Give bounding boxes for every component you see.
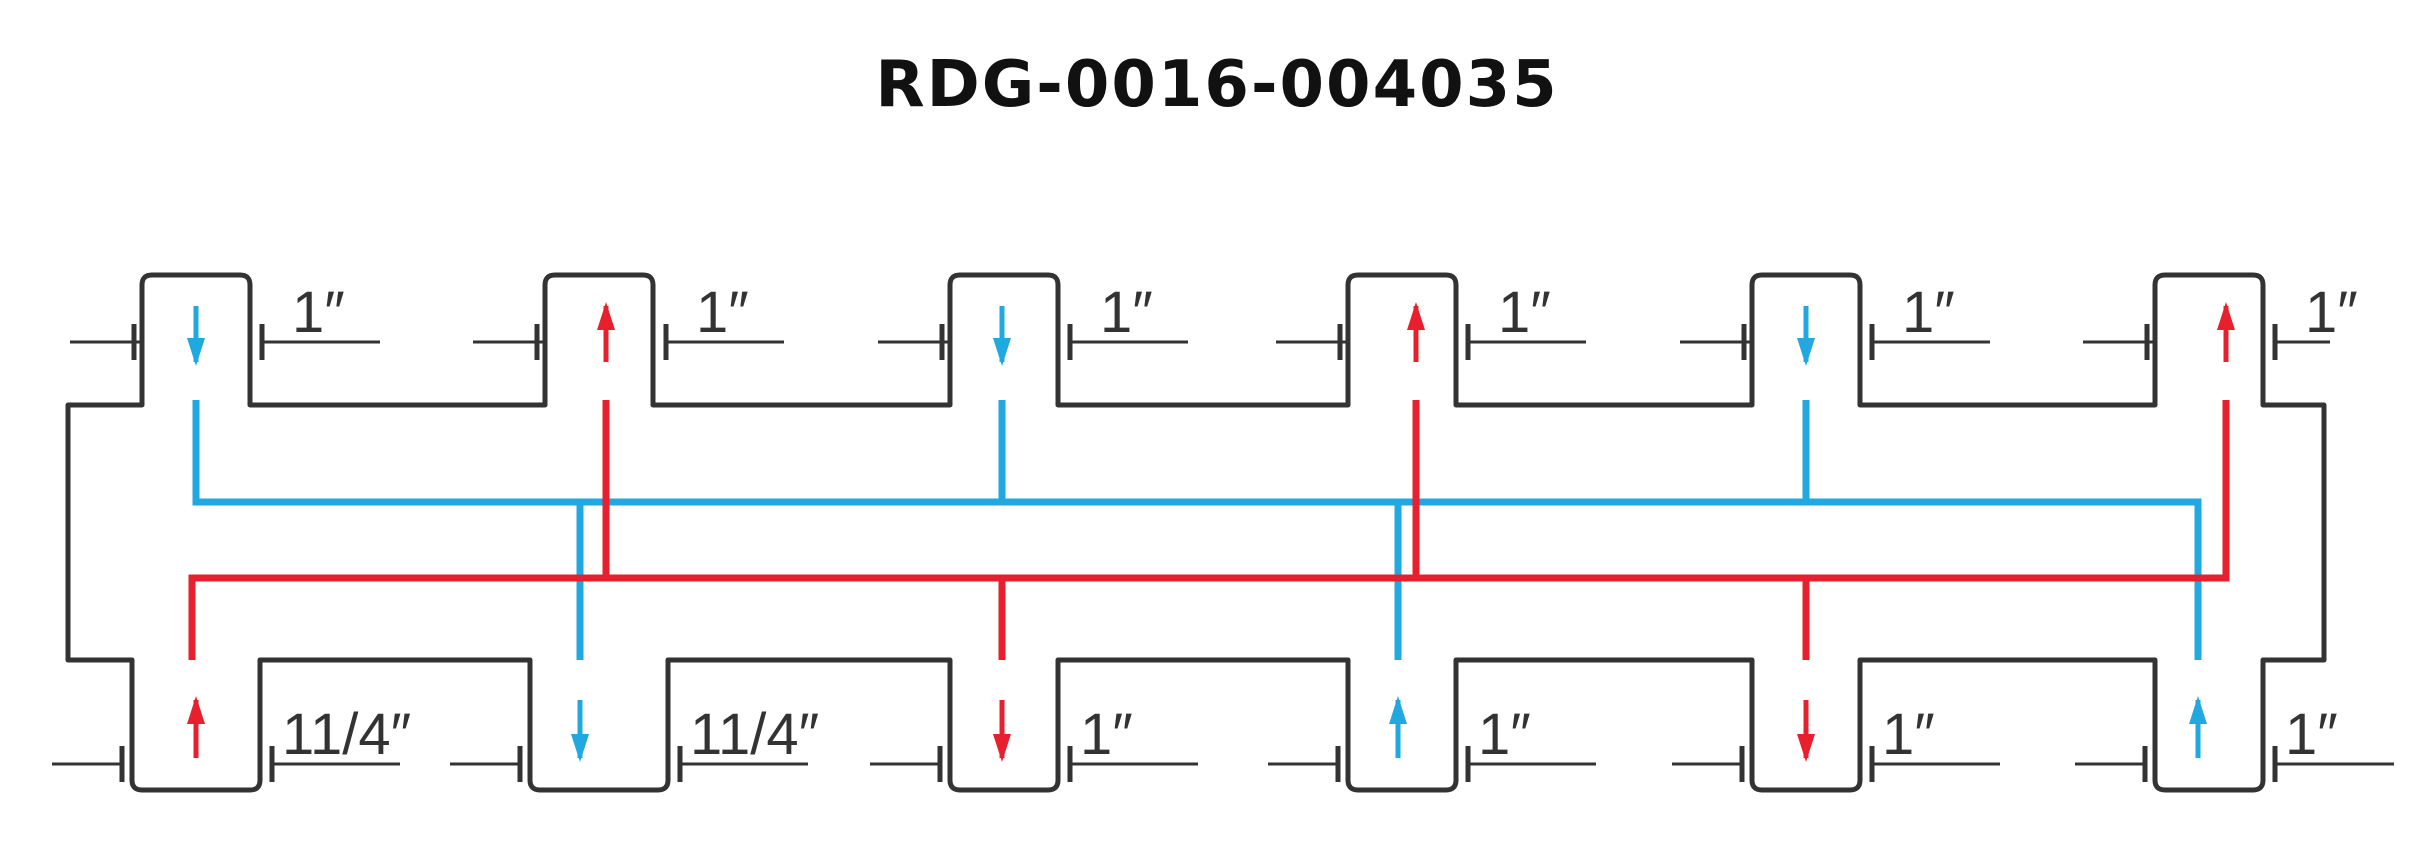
- flow-arrow-blue-down: [1797, 306, 1815, 366]
- port-size-label: 1″: [1882, 702, 1935, 767]
- manifold-outline: [65, 272, 2327, 793]
- port-size-label: 1″: [2285, 702, 2338, 767]
- port-size-label: 11/4″: [282, 702, 411, 767]
- port-size-label: 1″: [1100, 280, 1153, 345]
- flow-arrow-blue-down: [571, 700, 589, 762]
- port-size-label: 1″: [1902, 280, 1955, 345]
- port-size-label: 11/4″: [690, 702, 819, 767]
- drawing-title: RDG-0016-004035: [875, 48, 1559, 122]
- flow-arrow-red-down: [993, 700, 1011, 762]
- flow-arrow-blue-down: [993, 306, 1011, 366]
- flow-arrow-blue-up: [1389, 696, 1407, 758]
- flow-arrow-red-up: [2217, 302, 2235, 362]
- port-size-label: 1″: [1080, 702, 1133, 767]
- flow-arrow-red-down: [1797, 700, 1815, 762]
- port-size-label: 1″: [2305, 280, 2358, 345]
- port-size-label: 1″: [292, 280, 345, 345]
- flow-arrow-red-up: [187, 696, 205, 758]
- port-size-label: 1″: [1478, 702, 1531, 767]
- port-size-label: 1″: [696, 280, 749, 345]
- flow-arrow-red-up: [1407, 302, 1425, 362]
- return-header-line: [188, 400, 2230, 660]
- flow-arrow-red-up: [597, 302, 615, 362]
- flow-arrow-blue-up: [2189, 696, 2207, 758]
- port-size-label: 1″: [1498, 280, 1551, 345]
- supply-header-line: [192, 400, 2202, 660]
- flow-arrow-blue-down: [187, 306, 205, 366]
